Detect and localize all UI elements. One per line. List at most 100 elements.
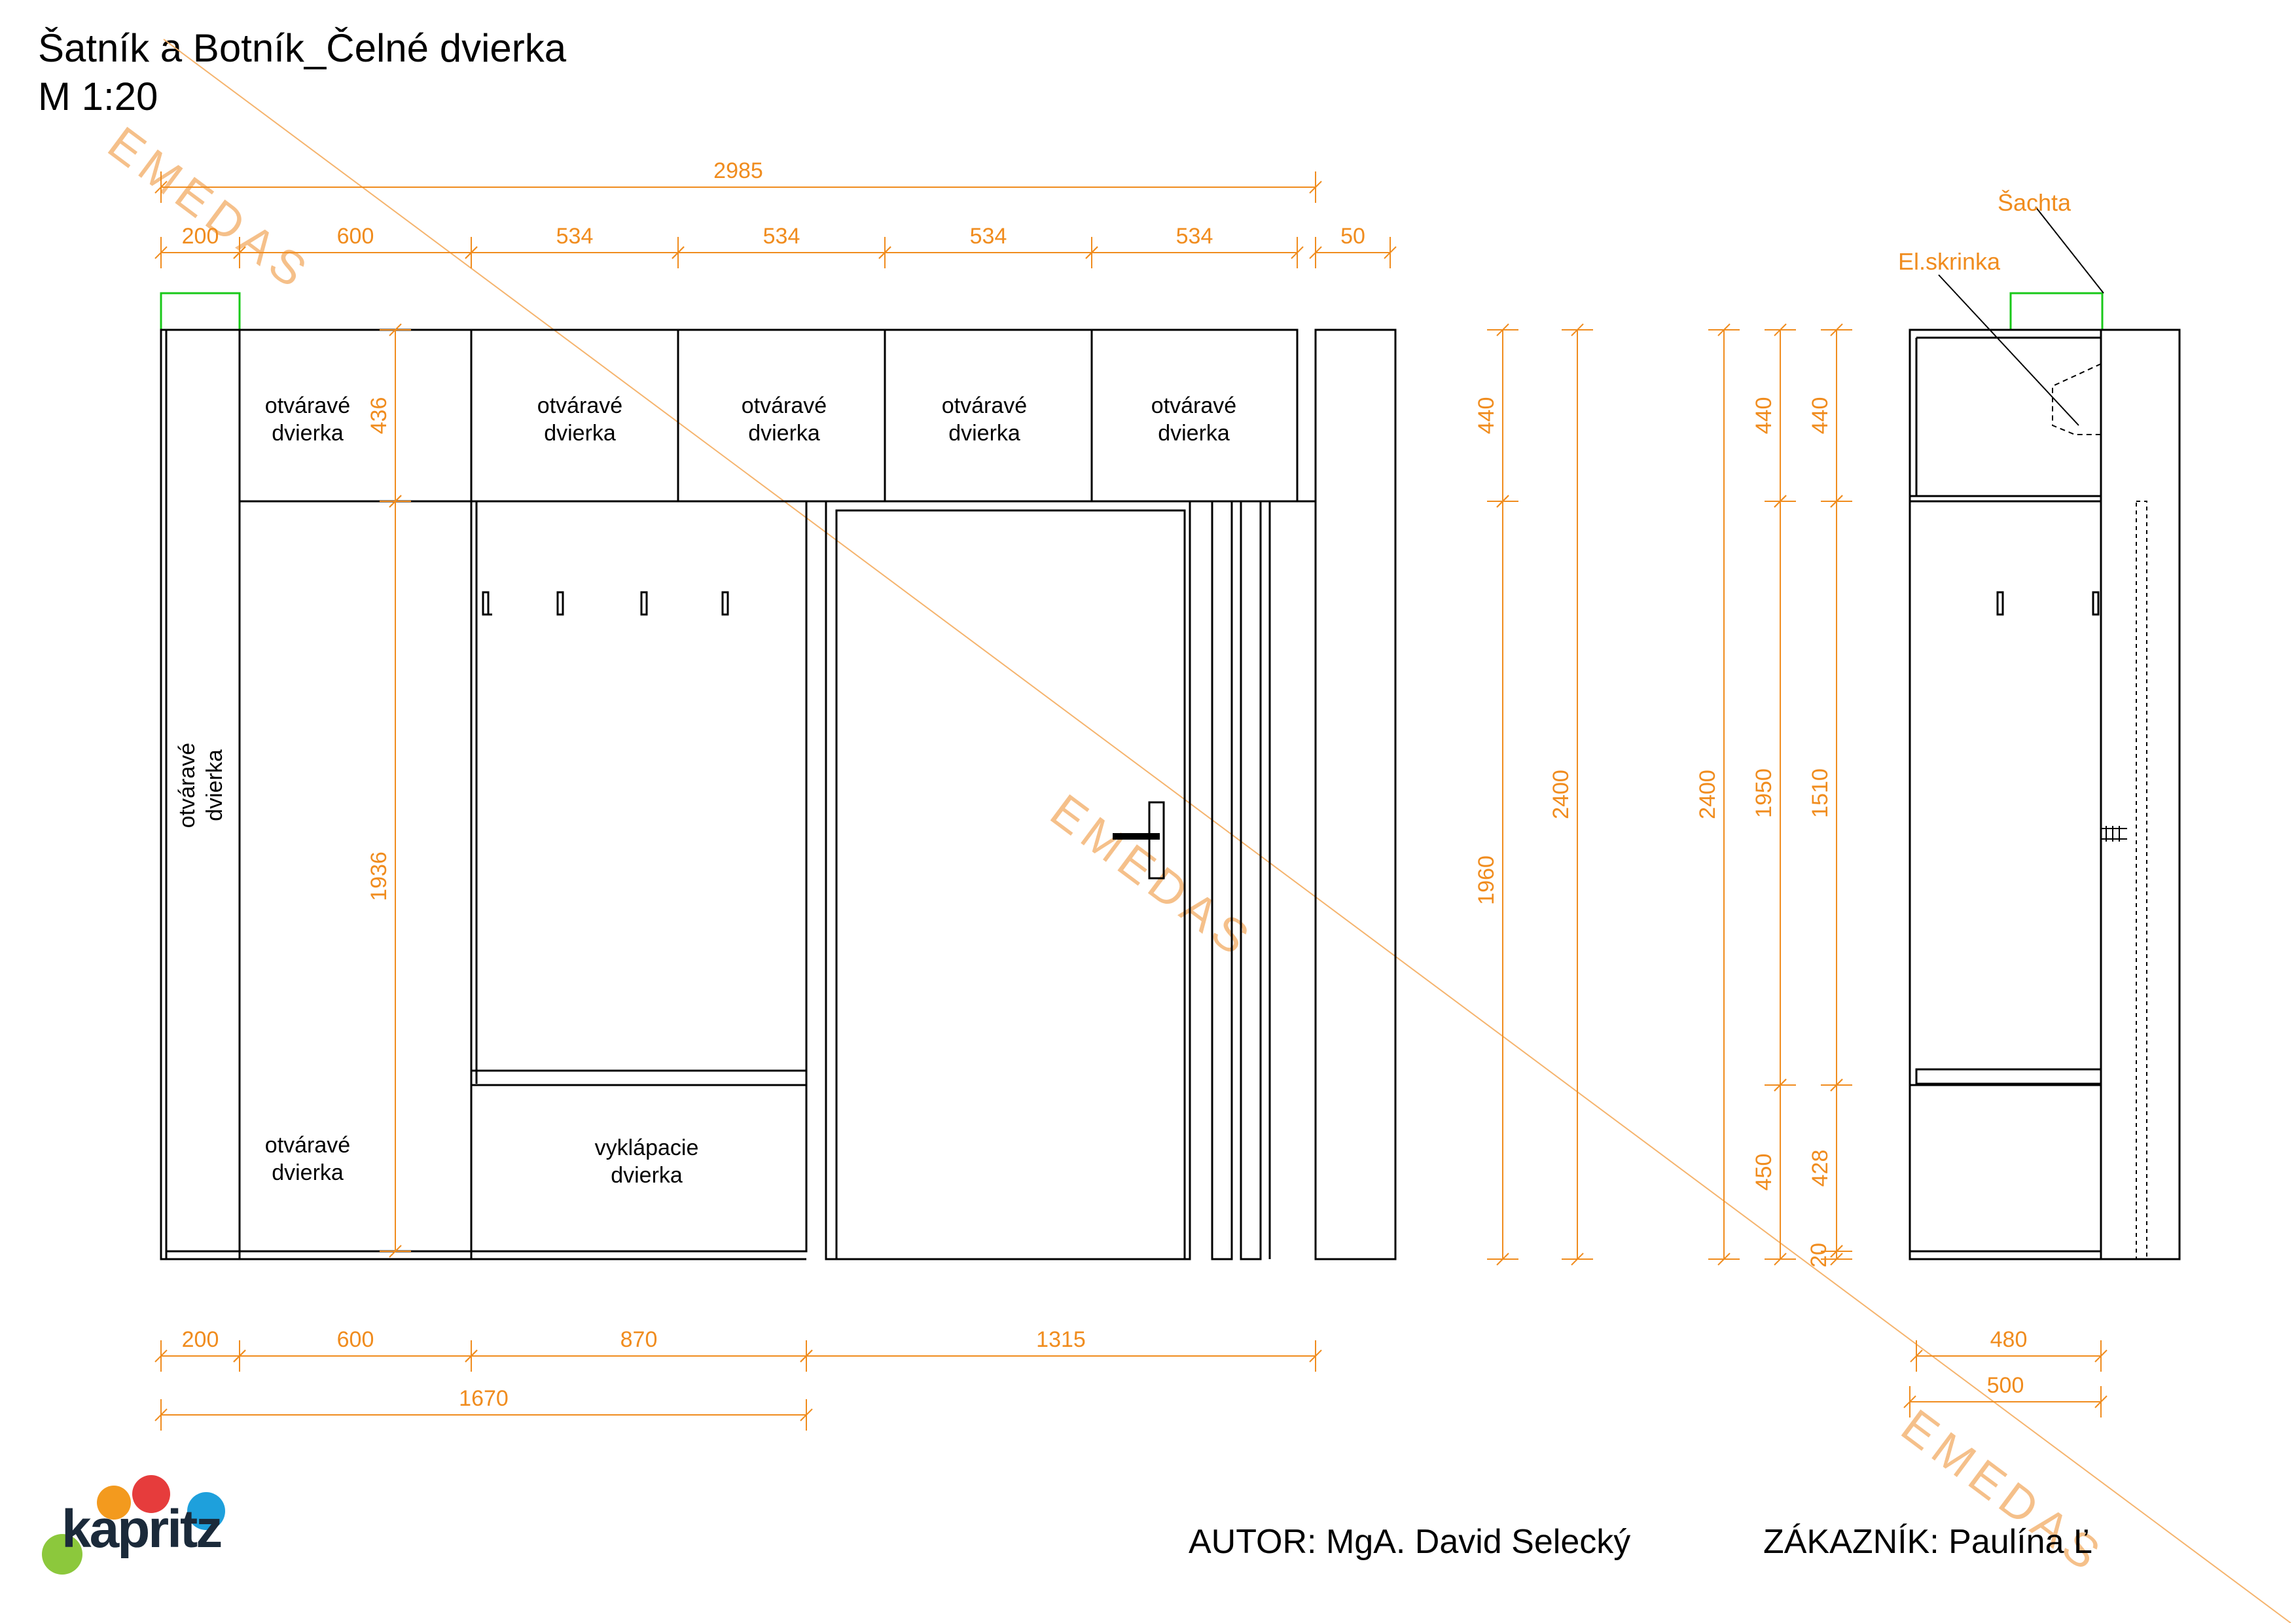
dim-value: 440 <box>1751 397 1776 435</box>
entrance-door-leaf <box>835 509 1186 1260</box>
logo-text: kapritz <box>62 1499 223 1559</box>
door-label-line: otváravé <box>175 743 200 828</box>
author-label: AUTOR: MgA. David Selecký <box>1189 1523 1631 1561</box>
dim-value: 480 <box>1990 1327 2028 1352</box>
dim-tick <box>233 1349 246 1363</box>
dim-value: 1936 <box>367 851 391 901</box>
left-tall-door <box>160 329 241 1260</box>
dim-value: 436 <box>367 397 391 435</box>
el-skrinka-outline <box>2052 363 2102 435</box>
dim-tick <box>1830 1245 1843 1258</box>
door-label-line: otváravé <box>537 393 622 418</box>
dim-tick <box>1571 1253 1584 1266</box>
dim-tick <box>1774 1079 1787 1092</box>
door-label-line: otváravé <box>265 393 350 418</box>
door-label-line: dvierka <box>748 421 820 446</box>
door-label-line: dvierka <box>272 1160 344 1185</box>
tall-door-600 <box>238 500 473 1260</box>
watermark-line <box>163 39 2291 1623</box>
dim-value: 450 <box>1751 1154 1776 1191</box>
leader-sachta <box>2035 206 2104 294</box>
dim-tick <box>1774 323 1787 336</box>
dim-tick <box>1830 1079 1843 1092</box>
dim-tick <box>389 323 402 336</box>
dim-value: 1510 <box>1808 768 1833 818</box>
dim-value: 440 <box>1474 397 1499 435</box>
dim-value: 20 <box>1806 1243 1831 1268</box>
dim-value: 2400 <box>1695 770 1720 819</box>
side-view <box>1909 206 2181 1260</box>
dim-tick <box>1291 246 1304 259</box>
right-side-panel <box>1314 329 1397 1260</box>
door-label-line: dvierka <box>1158 421 1230 446</box>
dim-value: 428 <box>1808 1150 1833 1187</box>
dim-tick <box>1717 323 1731 336</box>
dim-tick <box>800 1349 813 1363</box>
door-label: otváravé dvierka <box>265 393 350 446</box>
dim-value: 534 <box>556 224 594 249</box>
dim-tick <box>1309 246 1322 259</box>
green-top-mark <box>160 292 241 331</box>
dim-value: 534 <box>763 224 800 249</box>
door-label-line: dvierka <box>948 421 1020 446</box>
side-body <box>1909 329 2102 1260</box>
side-hinge <box>2101 826 2127 842</box>
customer-label: ZÁKAZNÍK: Paulína Ľ <box>1763 1523 2092 1561</box>
dim-tick <box>1384 246 1397 259</box>
label-sachta: Šachta <box>1998 189 2072 216</box>
dim-tick <box>1910 1349 1923 1363</box>
dim-value: 1670 <box>459 1386 509 1411</box>
dim-tick <box>465 1349 478 1363</box>
door-label-line: vyklápacie <box>595 1135 699 1160</box>
leader-el-skrinka <box>1938 274 2079 426</box>
dim-tick <box>154 1408 168 1421</box>
logo-dot-red <box>132 1475 170 1513</box>
dim-value: 1315 <box>1036 1327 1086 1352</box>
drawing-title: Šatník a Botník_Čelné dvierka <box>38 26 567 70</box>
dim-tick <box>154 181 168 194</box>
dim-tick <box>1830 495 1843 508</box>
logo-dot-orange <box>97 1486 131 1520</box>
dim-value: 200 <box>182 224 219 249</box>
side-bench <box>1915 1068 2102 1085</box>
door-handle-plate <box>1148 801 1165 880</box>
dim-tick <box>389 1245 402 1258</box>
dim-tick <box>465 246 478 259</box>
dim-tick <box>1774 495 1787 508</box>
dim-tick <box>389 495 402 508</box>
dim-tick <box>1774 1253 1787 1266</box>
dim-tick <box>2094 1349 2108 1363</box>
dim-value: 534 <box>970 224 1007 249</box>
dim-tick <box>1830 1253 1843 1266</box>
logo-dot-green <box>42 1534 82 1575</box>
dim-value: 50 <box>1340 224 1365 249</box>
dim-value: 870 <box>620 1327 658 1352</box>
watermark-text-group: EMEDAS EMEDAS EMEDAS <box>98 117 2114 1584</box>
door-label-line: otváravé <box>265 1133 350 1158</box>
coat-hooks <box>482 591 729 616</box>
logo-dot-blue <box>187 1492 225 1530</box>
dim-tick <box>1903 1395 1916 1408</box>
dim-tick <box>1496 1253 1509 1266</box>
dim-value: 500 <box>1987 1373 2024 1398</box>
front-view <box>160 292 1397 1260</box>
door-label-line: dvierka <box>272 421 344 446</box>
dim-tick <box>154 1349 168 1363</box>
dim-value: 2985 <box>713 158 763 183</box>
dim-value: 2400 <box>1549 770 1573 819</box>
dim-value: 1960 <box>1474 855 1499 905</box>
kapritz-logo: kapritz <box>39 1466 249 1577</box>
dim-value: 440 <box>1808 397 1833 435</box>
dim-tick <box>233 246 246 259</box>
label-el-skrinka: El.skrinka <box>1898 248 2001 275</box>
dim-tick <box>1309 181 1322 194</box>
